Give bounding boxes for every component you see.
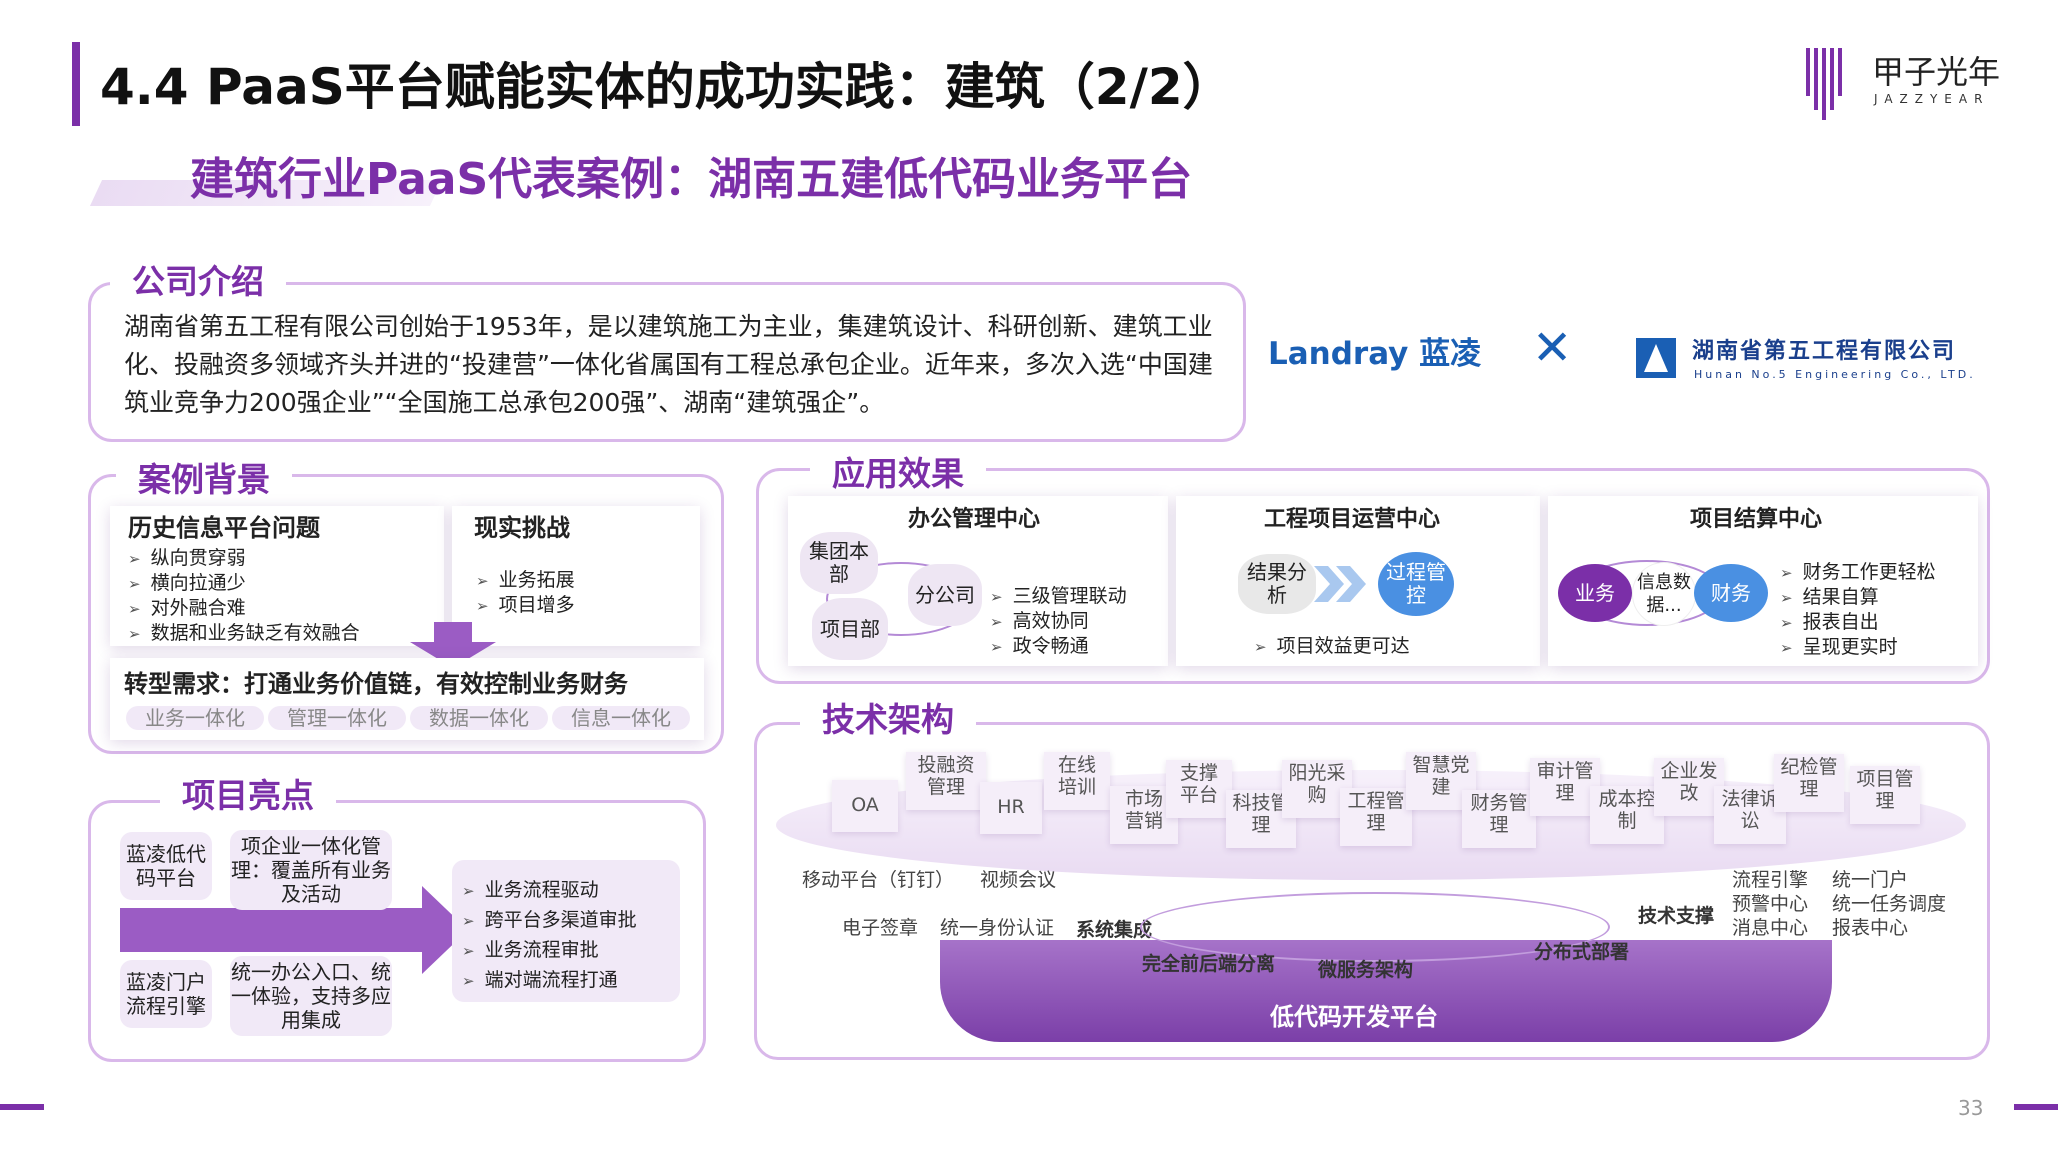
app-tag: 投融资管理	[906, 752, 986, 810]
list-item: 对外融合难	[128, 596, 360, 621]
tech-left-d: 统一身份认证	[940, 917, 1055, 939]
hunan-name-en: Hunan No.5 Engineering Co., LTD.	[1694, 368, 1976, 381]
title-accent-bar	[72, 42, 80, 126]
company-panel	[88, 282, 1246, 442]
highlight-list: 业务流程驱动 跨平台多渠道审批 业务流程审批 端对端流程打通	[462, 876, 637, 996]
challenge-list: 业务拓展 项目增多	[476, 568, 575, 618]
tech-right-e: 消息中心	[1732, 917, 1809, 939]
list-item: 纵向贯穿弱	[128, 546, 360, 571]
highlight-mid-2: 统一办公入口、统一体验，支持多应用集成	[230, 956, 392, 1036]
list-item: 业务流程审批	[462, 936, 637, 966]
tech-ring-3: 分布式部署	[1534, 941, 1630, 963]
demand-tag: 信息一体化	[552, 706, 690, 730]
highlight-mid-1: 项企业一体化管理：覆盖所有业务及活动	[230, 830, 392, 910]
list-item: 跨平台多渠道审批	[462, 906, 637, 936]
background-title: 案例背景	[116, 460, 292, 500]
tech-right-g: 技术支撑	[1638, 905, 1715, 927]
highlight-left-1: 蓝凌低代码平台	[120, 832, 212, 900]
list-item: 政令畅通	[990, 634, 1127, 659]
highlight-left-2: 蓝凌门户流程引擎	[120, 960, 212, 1028]
page-subtitle: 建筑行业PaaS代表案例：湖南五建低代码业务平台	[190, 154, 1193, 205]
page-title: 4.4 PaaS平台赋能实体的成功实践：建筑（2/2）	[100, 58, 1233, 116]
brand-name-cn: 甲子光年	[1872, 53, 2001, 91]
list-item: 端对端流程打通	[462, 966, 637, 996]
demand-text: 转型需求：打通业务价值链，有效控制业务财务	[124, 670, 628, 698]
tech-ring-2: 微服务架构	[1318, 959, 1414, 981]
tech-right-f: 报表中心	[1832, 917, 1909, 939]
office-bubble-3: 项目部	[812, 598, 888, 660]
list-item: 高效协同	[990, 609, 1127, 634]
hunan-logo-icon	[1634, 336, 1678, 380]
company-title: 公司介绍	[110, 262, 286, 302]
list-item: 业务拓展	[476, 568, 575, 593]
list-item: 结果自算	[1780, 585, 1936, 610]
app-tag: 审计管理	[1530, 758, 1600, 816]
tech-left-b: 视频会议	[980, 869, 1057, 891]
tech-left-a: 移动平台（钉钉）	[802, 869, 955, 891]
company-text: 湖南省第五工程有限公司创始于1953年，是以建筑施工为主业，集建筑设计、科研创新…	[124, 312, 1213, 417]
project-title: 工程项目运营中心	[1264, 507, 1441, 532]
brand-logo-icon	[1804, 48, 1850, 120]
tech-left-c: 电子签章	[842, 917, 919, 939]
list-item: 报表自出	[1780, 610, 1936, 635]
app-tag: 工程管理	[1340, 788, 1412, 846]
list-item: 项目效益更可达	[1254, 634, 1410, 659]
footer-bar-left	[0, 1104, 44, 1110]
app-tag: 企业发改	[1654, 758, 1724, 816]
app-tag: HR	[980, 782, 1042, 834]
tech-left-e: 系统集成	[1076, 919, 1153, 941]
office-bubble-2: 分公司	[908, 564, 982, 626]
app-tag: 成本控制	[1590, 786, 1664, 844]
settle-bubble-3: 财务	[1694, 564, 1768, 622]
settle-bubble-2: 信息数据...	[1632, 562, 1696, 626]
tech-right-a: 流程引擎	[1732, 869, 1809, 891]
project-bubble-2: 过程管控	[1378, 552, 1454, 616]
project-list: 项目效益更可达	[1254, 634, 1410, 659]
history-title: 历史信息平台问题	[128, 514, 320, 542]
challenge-title: 现实挑战	[474, 514, 570, 542]
footer-bar-right	[2014, 1104, 2058, 1110]
app-tag: 财务管理	[1462, 790, 1536, 848]
landray-logo: Landray 蓝凌	[1268, 336, 1482, 372]
app-tag: 支撑平台	[1166, 760, 1232, 818]
office-bubble-1: 集团本部	[800, 532, 878, 594]
down-arrow-icon	[410, 622, 496, 668]
app-tag: 项目管理	[1850, 766, 1920, 824]
effects-title: 应用效果	[810, 454, 986, 494]
tech-right-c: 预警中心	[1732, 893, 1809, 915]
app-tag: OA	[832, 780, 898, 832]
history-list: 纵向贯穿弱 横向拉通少 对外融合难 数据和业务缺乏有效融合	[128, 546, 360, 646]
tech-right-b: 统一门户	[1832, 869, 1909, 891]
tech-title: 技术架构	[800, 700, 976, 740]
tech-ring-1: 完全前后端分离	[1142, 953, 1276, 975]
demand-tag: 业务一体化	[126, 706, 264, 730]
list-item: 财务工作更轻松	[1780, 560, 1936, 585]
office-list: 三级管理联动 高效协同 政令畅通	[990, 584, 1127, 659]
demand-tag: 数据一体化	[410, 706, 548, 730]
list-item: 数据和业务缺乏有效融合	[128, 621, 360, 646]
demand-tag: 管理一体化	[268, 706, 406, 730]
cross-icon: ✕	[1532, 320, 1573, 376]
chevron-right-icon	[1314, 566, 1378, 602]
list-item: 三级管理联动	[990, 584, 1127, 609]
project-bubble-1: 结果分析	[1238, 554, 1316, 614]
app-tag: 在线培训	[1044, 752, 1110, 810]
settle-title: 项目结算中心	[1690, 507, 1823, 532]
highlights-title: 项目亮点	[160, 776, 336, 816]
app-tag: 纪检管理	[1774, 754, 1844, 812]
tech-orbit-ring	[1140, 892, 1610, 962]
hunan-name-cn: 湖南省第五工程有限公司	[1692, 339, 1957, 364]
tech-base-label: 低代码开发平台	[1270, 1003, 1438, 1031]
page-number: 33	[1958, 1096, 1984, 1120]
list-item: 业务流程驱动	[462, 876, 637, 906]
office-title: 办公管理中心	[908, 507, 1041, 532]
app-tag: 智慧党建	[1406, 752, 1476, 810]
settle-bubble-1: 业务	[1558, 564, 1632, 622]
list-item: 横向拉通少	[128, 571, 360, 596]
list-item: 呈现更实时	[1780, 635, 1936, 660]
brand-name-en: JAZZYEAR	[1874, 92, 1990, 106]
settle-list: 财务工作更轻松 结果自算 报表自出 呈现更实时	[1780, 560, 1936, 660]
list-item: 项目增多	[476, 593, 575, 618]
tech-right-d: 统一任务调度	[1832, 893, 1947, 915]
